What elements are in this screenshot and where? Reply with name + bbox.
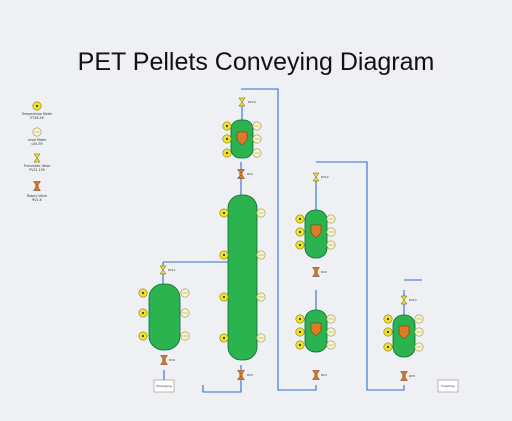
rotary-label: RV4: [169, 358, 175, 362]
pneumatic-valve-icon[interactable]: [238, 97, 246, 107]
rotary-label: RV3: [321, 373, 327, 377]
level-meter-icon: [32, 127, 42, 137]
rotary-label: RV3: [247, 373, 253, 377]
packaging-label: Packaging: [156, 384, 171, 388]
pneumatic-valve-icon[interactable]: [159, 265, 167, 275]
legend-code: RV1-6: [32, 198, 41, 202]
legend-label: Level Meter: [28, 138, 47, 142]
left-storage-tank: [148, 283, 181, 351]
rotary-label: RV5: [409, 374, 415, 378]
legend-code: PV12-159: [29, 168, 44, 172]
rotary-valve-icon[interactable]: [312, 370, 320, 380]
rotary-valve-icon[interactable]: [400, 371, 408, 381]
pipe-network: [162, 88, 422, 393]
pneumatic-valve-icon[interactable]: [312, 172, 320, 182]
top-separator-tank: [230, 119, 254, 159]
rotary-label: RV1: [247, 172, 253, 176]
valve-label: PV10: [248, 100, 256, 104]
middle-lower-tank: [304, 309, 328, 353]
rotary-valve-icon: [33, 181, 41, 191]
temperature-meter-icon: [32, 101, 42, 111]
pneumatic-valve-icon[interactable]: [400, 295, 408, 305]
legend: Temperature Meter ET26-56 Level Meter L0…: [21, 101, 53, 202]
legend-code: L05-59: [31, 142, 42, 146]
valve-label: PV13: [409, 298, 417, 302]
pneumatic-valve-icon: [33, 153, 41, 163]
rotary-valve-icon[interactable]: [160, 355, 168, 365]
valve-label: PV11: [168, 268, 176, 272]
legend-label: Rotary Valve: [27, 194, 47, 198]
middle-upper-tank: [304, 209, 328, 259]
rotary-valve-icon[interactable]: [237, 169, 245, 179]
valve-label: PV12: [321, 175, 329, 179]
diagram-title: PET Pellets Conveying Diagram: [77, 48, 435, 76]
rotary-valve-icon[interactable]: [237, 370, 245, 380]
main-silo: [227, 194, 258, 361]
legend-label: Temperature Meter: [21, 112, 53, 116]
rotary-valve-icon[interactable]: [312, 267, 320, 277]
right-tank: [392, 314, 416, 358]
finishing-outlet: Finishing: [437, 379, 459, 393]
rotary-label: RV2: [321, 270, 327, 274]
finishing-label: Finishing: [441, 384, 454, 388]
legend-label: Pneumatic Valve: [24, 164, 50, 168]
packaging-outlet: Packaging: [153, 379, 175, 393]
legend-code: ET26-56: [30, 116, 43, 120]
